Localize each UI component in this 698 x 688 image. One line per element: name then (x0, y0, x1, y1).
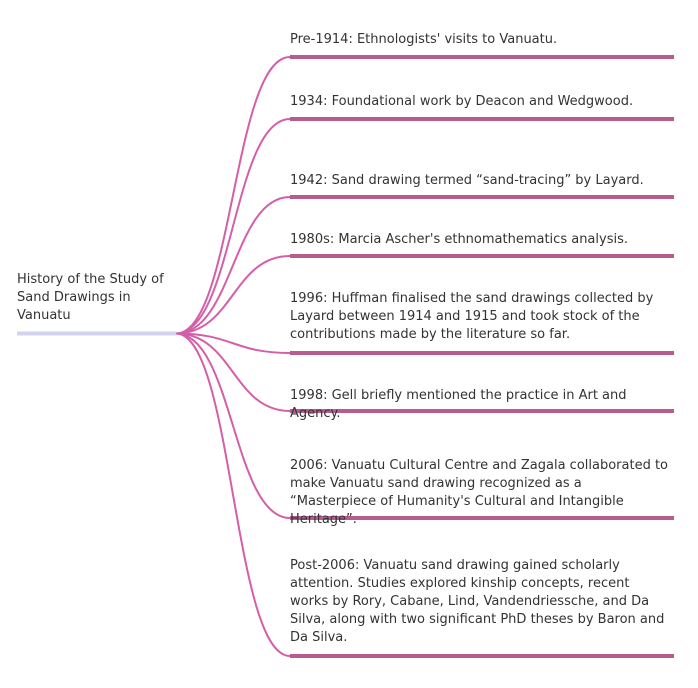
branch-connector (175, 332, 291, 657)
root-topic-label[interactable]: History of the Study of Sand Drawings in… (17, 272, 164, 323)
branch-connector (175, 332, 291, 412)
branch-underlines (290, 55, 674, 658)
branch-label-post-2006[interactable]: Post-2006: Vanuatu sand drawing gained s… (290, 558, 665, 645)
branch-connector (175, 118, 291, 335)
branch-label-1996[interactable]: 1996: Huffman finalised the sand drawing… (290, 291, 654, 342)
branch-connector (175, 332, 291, 519)
branch-label-1980s[interactable]: 1980s: Marcia Ascher's ethnomathematics … (290, 232, 628, 247)
branch-label-1998[interactable]: 1998: Gell briefly mentioned the practic… (290, 388, 627, 421)
branch-connectors (175, 56, 291, 657)
branch-label-2006[interactable]: 2006: Vanuatu Cultural Centre and Zagala… (290, 458, 669, 527)
branch-label-1934[interactable]: 1934: Foundational work by Deacon and We… (290, 94, 634, 109)
branch-label-1942[interactable]: 1942: Sand drawing termed “sand-tracing”… (290, 173, 644, 188)
branch-connector (175, 332, 291, 354)
branch-connector (175, 255, 291, 335)
branch-connector (175, 196, 291, 335)
branch-connector (175, 56, 291, 335)
branch-label-pre-1914[interactable]: Pre-1914: Ethnologists' visits to Vanuat… (290, 32, 558, 47)
